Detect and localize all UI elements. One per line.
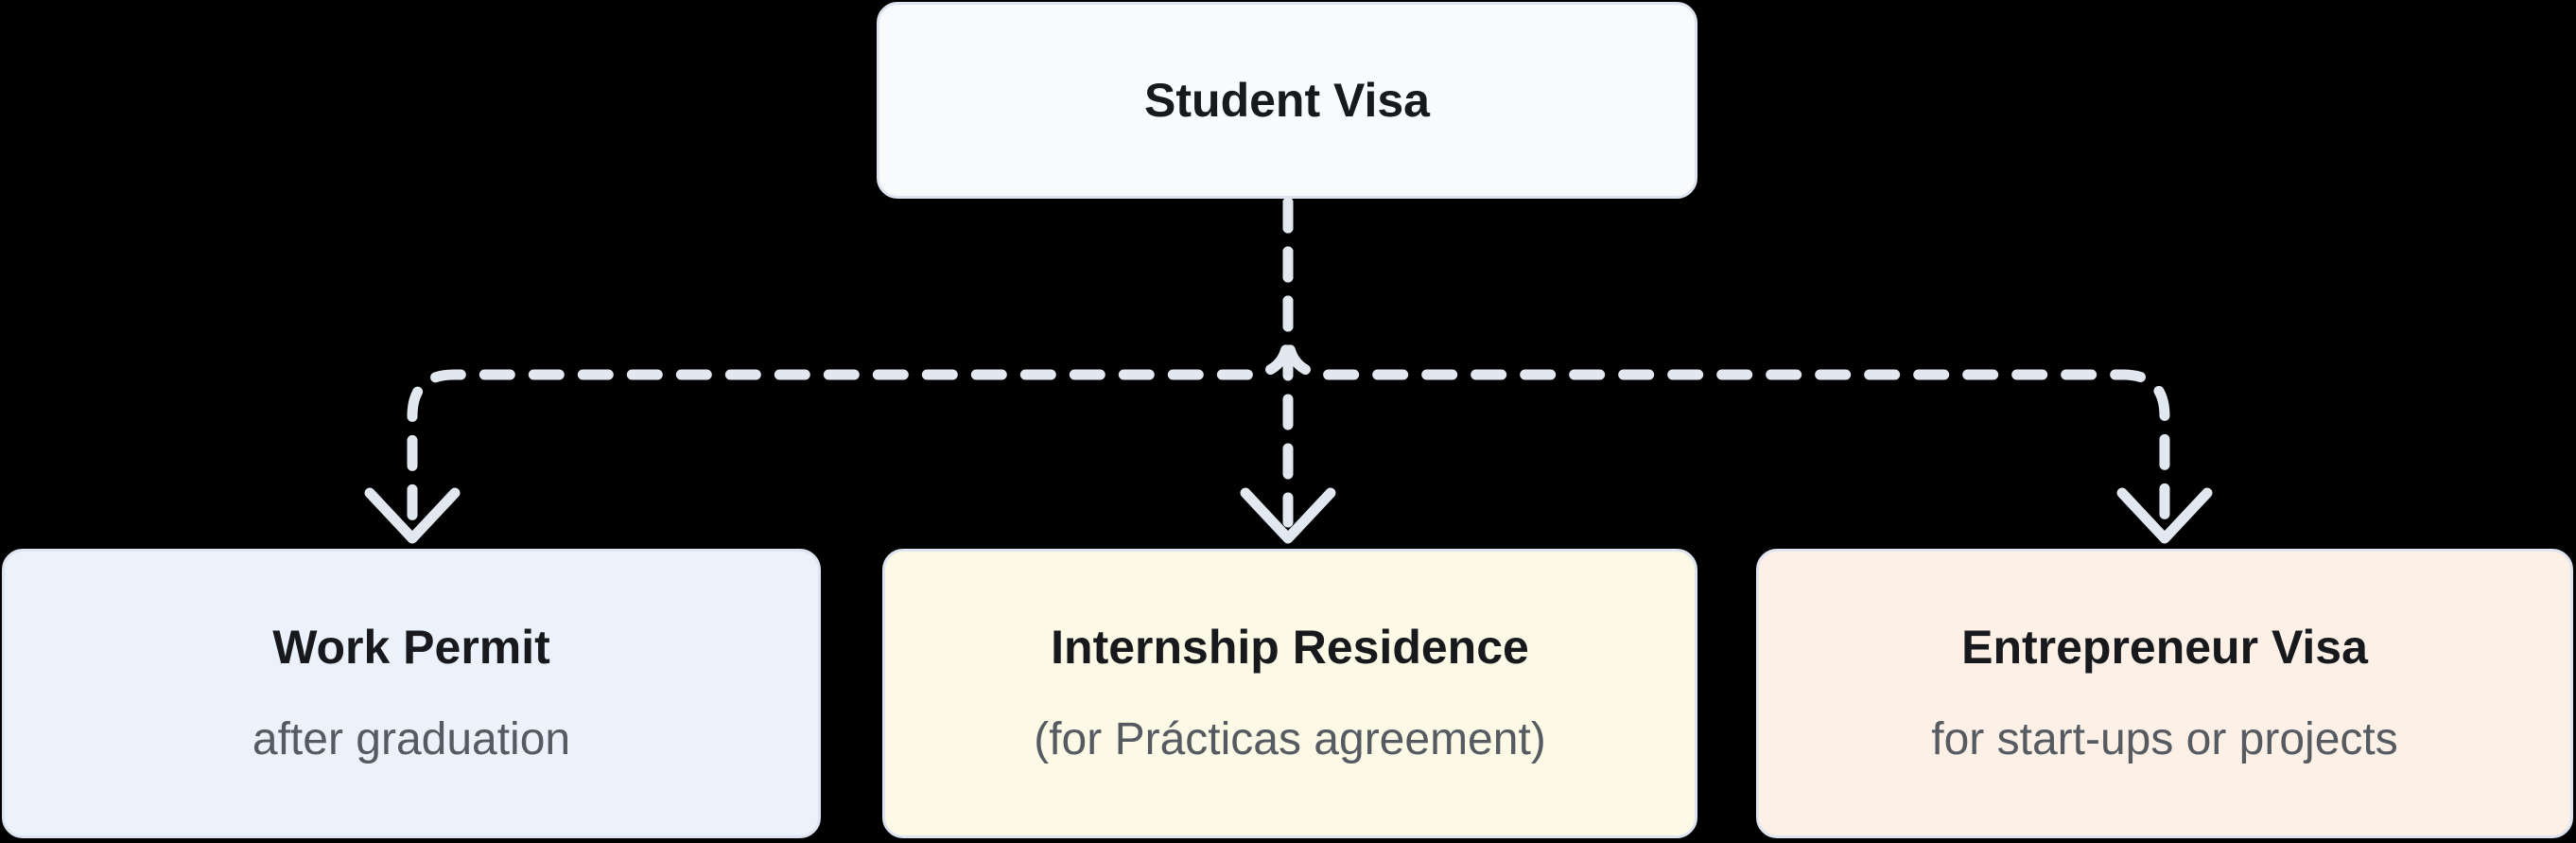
node-work-permit-title: Work Permit xyxy=(272,621,550,675)
arrowhead-down-work-permit xyxy=(364,487,461,544)
node-student-visa-title: Student Visa xyxy=(1144,73,1430,127)
arrowhead-down-entrepreneur-visa xyxy=(2116,487,2213,544)
node-internship-residence-subtitle: (for Prácticas agreement) xyxy=(1034,714,1546,765)
node-work-permit: Work Permit after graduation xyxy=(2,549,821,838)
node-internship-residence-title: Internship Residence xyxy=(1051,621,1529,675)
node-entrepreneur-visa: Entrepreneur Visa for start-ups or proje… xyxy=(1756,549,2573,838)
node-entrepreneur-visa-subtitle: for start-ups or projects xyxy=(1931,714,2398,765)
edge-student-visa-to-work-permit xyxy=(407,197,1294,524)
node-internship-residence: Internship Residence (for Prácticas agre… xyxy=(882,549,1697,838)
node-entrepreneur-visa-title: Entrepreneur Visa xyxy=(1961,621,2368,675)
node-work-permit-subtitle: after graduation xyxy=(252,714,571,765)
arrowhead-down-internship-residence xyxy=(1240,487,1336,544)
node-student-visa: Student Visa xyxy=(877,2,1697,199)
edge-student-visa-to-entrepreneur-visa xyxy=(1282,197,2170,524)
